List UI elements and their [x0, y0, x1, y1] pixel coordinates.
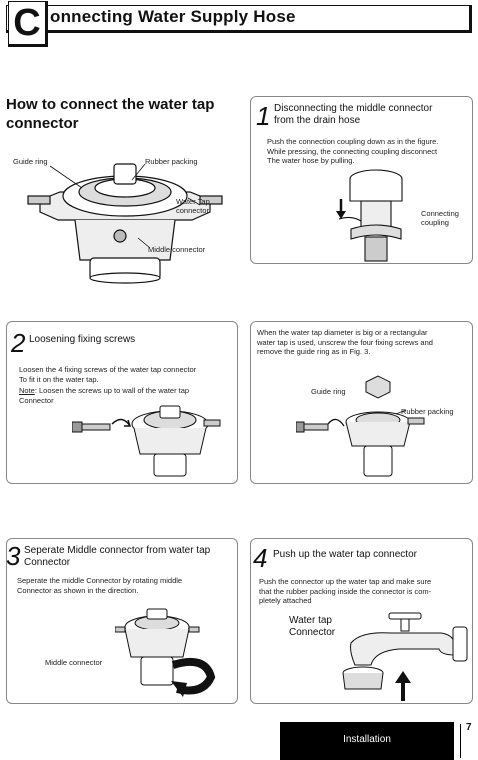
section-header: C onnecting Water Supply Hose	[6, 1, 472, 47]
step4-panel: 4 Push up the water tap connector Push t…	[250, 538, 473, 704]
connector-illustration	[27, 163, 223, 284]
intro-title: How to connect the water tap connector	[6, 95, 236, 133]
step1-label-connecting-coupling: Connecting coupling	[421, 209, 459, 227]
footer-section-tab: Installation	[280, 722, 454, 760]
step2b-body: When the water tap diameter is big or a …	[257, 328, 433, 356]
step4-title: Push up the water tap connector	[273, 549, 417, 560]
step4-number: 4	[253, 543, 268, 573]
step3-panel: 3 Seperate Middle connector from water t…	[6, 538, 238, 704]
step2b-label-rubber-packing: Rubber packing	[401, 407, 454, 416]
step3-title: Seperate Middle connector from water tap…	[24, 545, 211, 568]
step1-title: Disconnecting the middle connector from …	[274, 103, 433, 126]
step3-number: 3	[6, 541, 21, 571]
step2-number: 2	[11, 328, 26, 358]
header-title: onnecting Water Supply Hose	[50, 7, 296, 26]
header-frame	[6, 5, 472, 33]
label-middle-connector: Middle connector	[148, 245, 206, 254]
header-initial: C	[8, 1, 48, 47]
intro-title-line1: How to connect the water tap	[6, 96, 215, 113]
step1-body: Push the connection coupling down as in …	[267, 137, 439, 165]
intro-title-line2: connector	[6, 115, 79, 132]
step3-label-middle-connector: Middle connector	[45, 658, 103, 667]
label-guide-ring: Guide ring	[13, 157, 48, 166]
step2-title: Loosening fixing screws	[29, 334, 136, 345]
step4-label-water-tap-connector: Water tap Connector	[289, 615, 336, 638]
label-rubber-packing: Rubber packing	[145, 157, 198, 166]
step2b-label-guide-ring: Guide ring	[311, 387, 346, 396]
step4-illustration	[342, 612, 468, 701]
step2-note-label: Note	[19, 386, 35, 395]
step2-panel: 2 Loosening fixing screws Loosen the 4 f…	[6, 321, 238, 484]
page-number: 7	[466, 722, 472, 733]
step3-body: Seperate the middle Connector by rotatin…	[17, 576, 183, 595]
step1-panel: 1 Disconnecting the middle connector fro…	[250, 96, 473, 264]
step1-illustration	[336, 169, 403, 262]
step2b-panel: When the water tap diameter is big or a …	[250, 321, 473, 484]
step3-illustration	[115, 608, 216, 697]
label-water-tap-connector: Water Tap connector	[176, 197, 210, 215]
step2b-illustration	[296, 375, 425, 477]
step1-number: 1	[256, 101, 271, 131]
step2-body: Loosen the 4 fixing screws of the water …	[19, 365, 197, 405]
step2-illustration	[72, 405, 221, 477]
step4-body: Push the connector up the water tap and …	[259, 577, 432, 605]
footer-divider	[460, 724, 461, 758]
